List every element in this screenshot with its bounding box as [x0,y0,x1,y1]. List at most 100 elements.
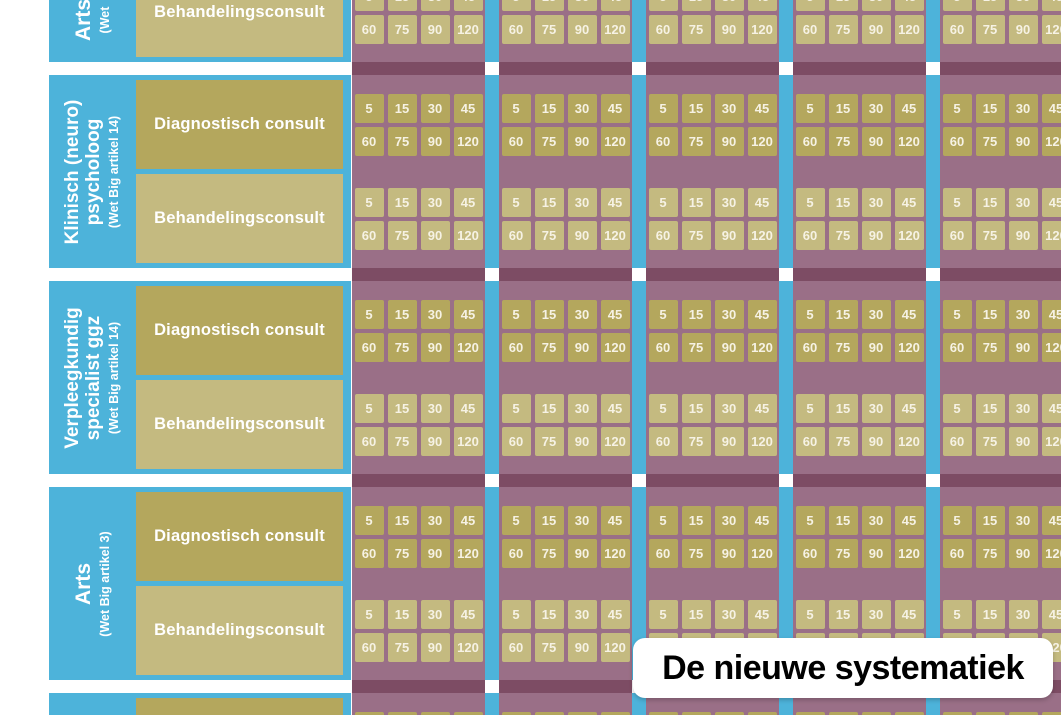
duration-tile: 45 [1041,187,1061,217]
duration-tile: 5 [942,93,972,123]
duration-tile: 120 [1041,126,1061,156]
duration-tile: 75 [534,426,564,456]
duration-tile: 45 [600,0,630,11]
duration-tile: 5 [942,711,972,715]
duration-tile: 60 [354,632,384,662]
column-gap [632,693,646,715]
duration-tile: 15 [975,187,1005,217]
profession-law-reference: (Wet Big artikel 14) [107,321,121,434]
duration-tile: 60 [354,126,384,156]
profession-row: Klinisch (neuro)psycholoog(Wet Big artik… [0,75,1061,268]
duration-tile: 5 [795,393,825,423]
column-gap [632,487,646,680]
duration-tile: 90 [861,538,891,568]
profession-row: Arts(WetBehandelingsconsult5153045607590… [0,0,1061,62]
duration-tile: 30 [861,299,891,329]
duration-tile: 60 [648,426,678,456]
duration-tile: 45 [453,599,483,629]
duration-tile: 5 [354,0,384,11]
duration-tile: 15 [681,299,711,329]
duration-tile: 45 [1041,299,1061,329]
duration-tile: 30 [420,93,450,123]
duration-tile: 45 [747,393,777,423]
duration-tile: 60 [942,126,972,156]
duration-tile: 5 [795,299,825,329]
duration-tile: 30 [714,505,744,535]
duration-tile: 5 [795,711,825,715]
duration-tile: 45 [894,0,924,11]
consult-type-label: Diagnostisch consult [154,115,325,133]
duration-tile: 45 [1041,711,1061,715]
duration-tile: 60 [354,538,384,568]
column-gap [485,487,499,680]
duration-tile: 90 [420,426,450,456]
profession-label: Arts(Wet Big artikel 3) [49,487,135,680]
duration-tile: 45 [453,299,483,329]
row-divider-band [793,268,926,281]
duration-tile: 60 [795,220,825,250]
duration-tile: 90 [420,632,450,662]
duration-tile: 75 [975,126,1005,156]
row-divider-band [499,268,632,281]
duration-tile: 45 [453,505,483,535]
duration-tile: 45 [747,599,777,629]
column-gap [485,693,499,715]
duration-tile: 90 [1008,126,1038,156]
duration-tile: 90 [1008,14,1038,44]
duration-tile: 30 [861,93,891,123]
duration-tile: 75 [828,220,858,250]
duration-tile: 120 [747,538,777,568]
duration-tile: 45 [600,393,630,423]
duration-tile: 15 [828,711,858,715]
column-gap [779,281,793,474]
duration-tile: 15 [975,299,1005,329]
duration-tile: 60 [942,426,972,456]
column-gap [485,75,499,268]
duration-tile: 90 [714,426,744,456]
duration-tile: 15 [681,505,711,535]
duration-tile: 60 [795,426,825,456]
duration-tile: 45 [747,0,777,11]
duration-tile: 5 [648,505,678,535]
duration-tile: 15 [975,599,1005,629]
duration-tile: 15 [681,187,711,217]
consult-type-box: Behandelingsconsult [136,380,343,469]
duration-tile: 60 [501,220,531,250]
duration-tile: 30 [1008,187,1038,217]
row-divider-band [793,62,926,75]
profession-name: Verpleegkundig [62,306,83,449]
duration-tile: 75 [387,126,417,156]
column-gap [779,75,793,268]
duration-tile: 90 [1008,426,1038,456]
duration-tile: 5 [354,299,384,329]
duration-tile: 75 [681,426,711,456]
